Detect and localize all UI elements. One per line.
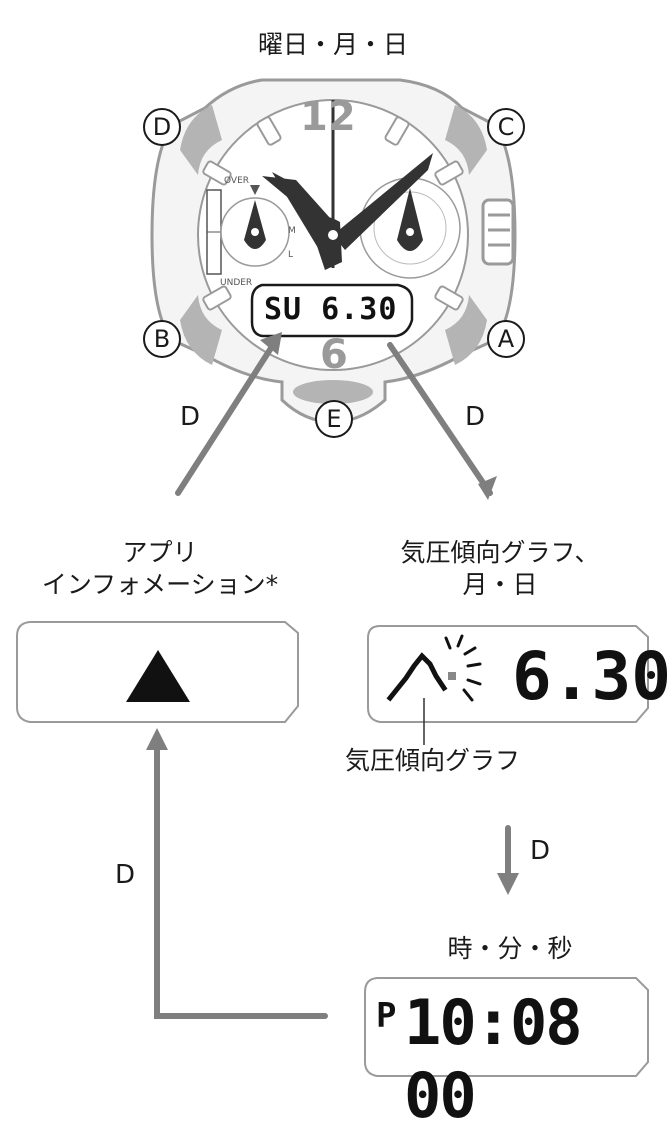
baro-flash-icon (444, 634, 482, 702)
arrow-return-path (154, 737, 328, 1019)
baro-lcd (367, 625, 649, 723)
baro-title-2: 月・日 (462, 570, 538, 599)
app-info-triangle-icon (126, 650, 190, 702)
right-subdial-hand (397, 188, 423, 251)
time-lcd (364, 977, 649, 1077)
button-e-pad (293, 380, 373, 404)
baro-lcd-date: 6.30 (512, 638, 667, 715)
arrow-label-down: D (530, 836, 551, 866)
dial-6: 6 (320, 332, 348, 378)
button-d[interactable]: D (143, 108, 181, 146)
minute-hand (333, 153, 433, 250)
baro-trend-graph (386, 652, 448, 702)
arrow-label-return: D (115, 860, 136, 890)
dial-m-label: M (288, 226, 296, 236)
button-e[interactable]: E (315, 400, 353, 438)
under-label: UNDER (220, 278, 253, 288)
watch-lcd-text: SU 6.30 (264, 292, 398, 327)
top-title: 曜日・月・日 (257, 30, 408, 59)
crown (481, 198, 515, 266)
app-info-title-1: アプリ (122, 538, 198, 567)
app-info-title-2: インフォメーション* (41, 570, 279, 599)
arrow-to-baro-graph (387, 342, 493, 496)
baro-callout-label: 気圧傾向グラフ (345, 746, 521, 775)
dial-12: 12 (300, 94, 356, 140)
button-guard-c (445, 105, 487, 175)
time-pm-indicator: P (376, 996, 397, 1036)
dial-l-label: L (288, 250, 294, 260)
watch-lcd-window (250, 283, 414, 338)
arrow-heads (146, 332, 519, 895)
button-c[interactable]: C (487, 108, 525, 146)
arrow-to-app-info (175, 342, 276, 496)
button-guard-b (180, 295, 222, 365)
baro-title-1: 気圧傾向グラフ、 (400, 538, 600, 567)
time-lcd-value: 10:08 00 (404, 986, 583, 1132)
over-label: OVER (224, 176, 250, 186)
hour-markers (202, 116, 464, 311)
button-guard-a (445, 295, 487, 365)
mode-arrows (154, 342, 511, 1019)
left-subdial-hand (244, 200, 266, 249)
button-guard-d (180, 105, 222, 175)
time-title: 時・分・秒 (447, 934, 573, 963)
arrow-label-left: D (180, 402, 201, 432)
arrow-label-right: D (465, 402, 486, 432)
button-b[interactable]: B (143, 320, 181, 358)
button-a[interactable]: A (487, 320, 525, 358)
